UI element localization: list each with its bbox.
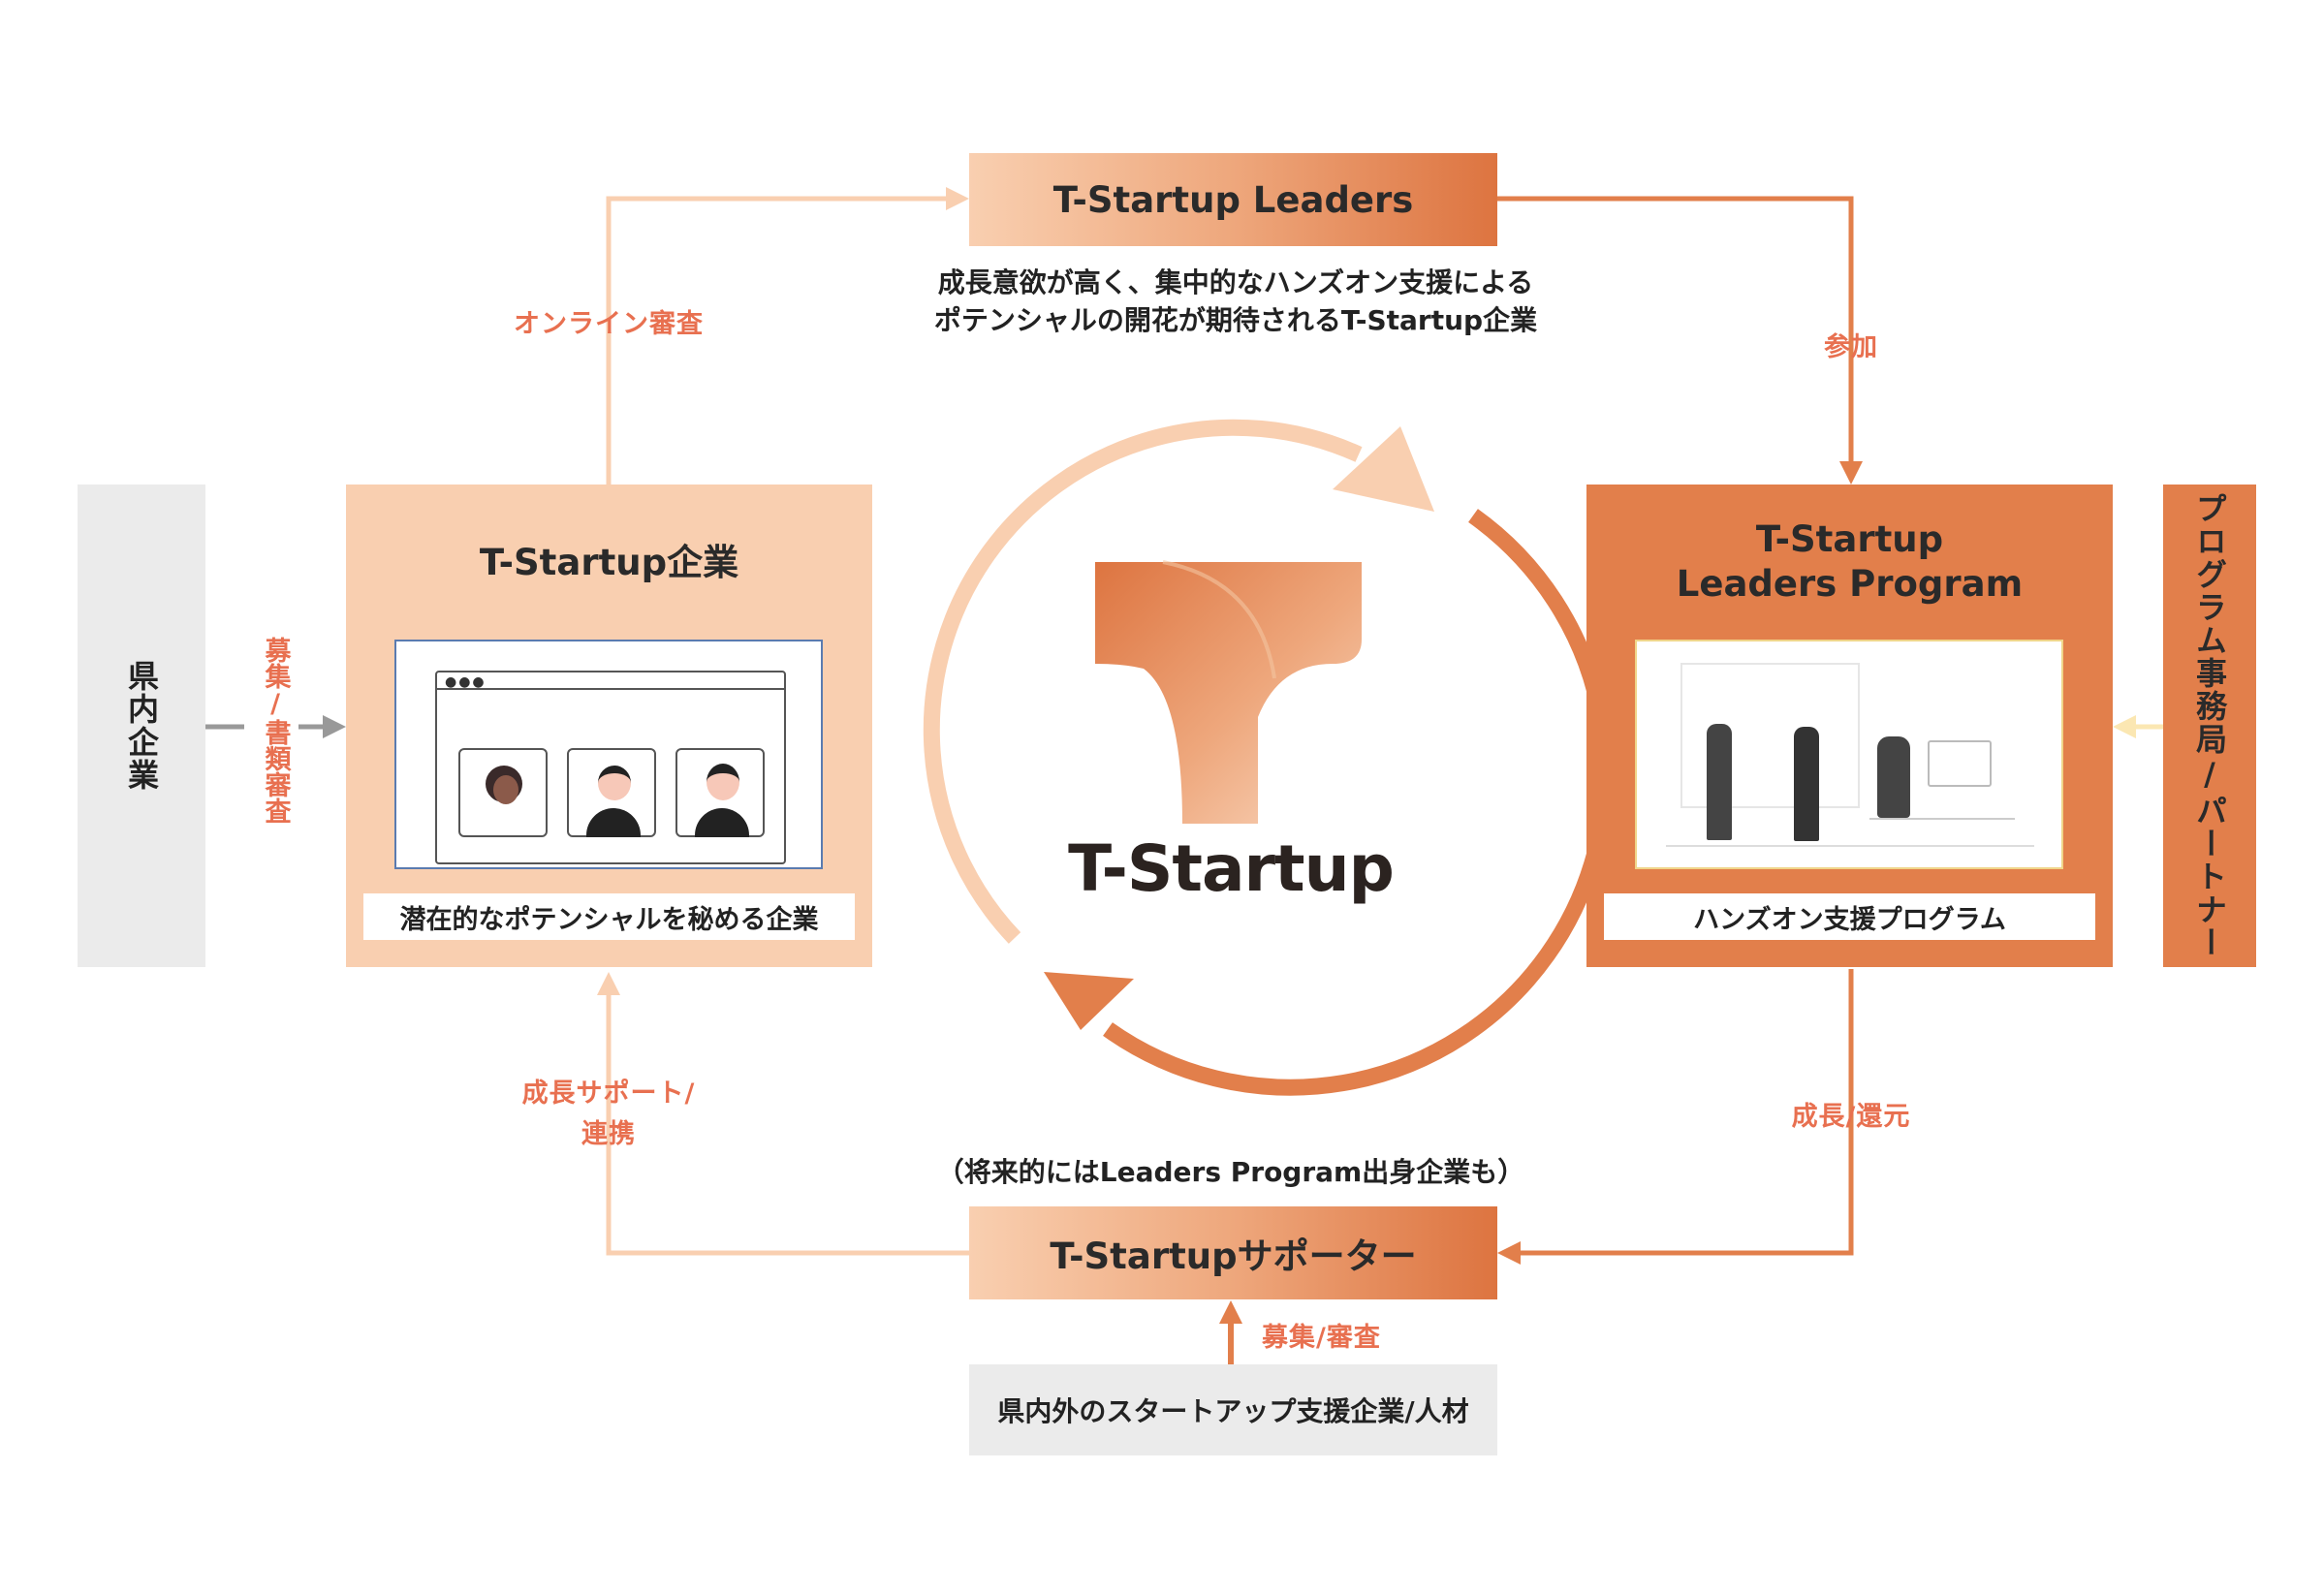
- program-caption: ハンズオン支援プログラム: [1693, 904, 2006, 935]
- growth-support-label: 成長サポート/ 連携: [492, 1074, 725, 1155]
- leaders-desc-line1: 成長意欲が高く、集中的なハンズオン支援による: [937, 266, 1534, 298]
- leaders-label: T-Startup Leaders: [1052, 178, 1414, 221]
- support-sources-label: 県内外のスタートアップ支援企業/人材: [997, 1395, 1469, 1427]
- companies-caption: 潜在的なポテンシャルを秘める企業: [399, 904, 819, 935]
- desk-icon: [1869, 818, 2015, 820]
- program-box: T-Startup Leaders Program ハンズオン支援プログラム: [1586, 485, 2113, 967]
- growth-support-line1: 成長サポート/: [521, 1079, 696, 1109]
- logo-mark: [1095, 560, 1362, 824]
- program-title-line1: T-Startup: [1755, 518, 1944, 560]
- recruit-docs-label: 募集/書類審査: [260, 636, 291, 824]
- support-sources-box: 県内外のスタートアップ支援企業/人材: [969, 1364, 1497, 1455]
- leaders-description: 成長意欲が高く、集中的なハンズオン支援による ポテンシャルの開花が期待されるT-…: [853, 264, 1618, 339]
- person-icon: [707, 764, 739, 800]
- person-standing-icon: [1707, 724, 1732, 840]
- participant-tile-2: [567, 748, 656, 837]
- supporters-banner: T-Startupサポーター: [969, 1206, 1497, 1299]
- browser-window: ●●●: [435, 671, 786, 864]
- recruit-review-label: 募集/審査: [1262, 1323, 1381, 1353]
- participant-tile-3: [675, 748, 765, 837]
- leaders-desc-line2: ポテンシャルの開花が期待されるT-Startup企業: [933, 304, 1538, 336]
- cycle-ring: [923, 419, 1615, 1096]
- online-review-label: オンライン審査: [514, 309, 704, 339]
- person-body-icon: [586, 808, 641, 837]
- secretariat-box: プログラム事務局/パートナー: [2163, 485, 2256, 967]
- program-title-line2: Leaders Program: [1676, 563, 2024, 605]
- prefecture-companies-box: 県内企業: [78, 485, 205, 967]
- person-icon: [598, 766, 631, 800]
- window-dots-icon: ●●●: [445, 674, 487, 690]
- person-sitting-icon: [1877, 736, 1910, 818]
- workshop-illustration: [1635, 640, 2063, 869]
- monitor-icon: [1928, 740, 1992, 787]
- edge-secretariat: [2113, 715, 2163, 738]
- supporters-label: T-Startupサポーター: [1050, 1235, 1417, 1277]
- companies-box: T-Startup企業 ●●● 潜在的なポテンシャルを秘める企業: [346, 485, 872, 967]
- person-standing-icon: [1794, 727, 1819, 841]
- whiteboard-icon: [1680, 663, 1860, 808]
- growth-return-label: 成長/還元: [1791, 1102, 1911, 1132]
- edge-participate: [1497, 196, 1863, 485]
- edge-growth-support: [597, 972, 969, 1256]
- logo-text: T-Startup: [1068, 831, 1395, 906]
- leaders-banner: T-Startup Leaders: [969, 153, 1497, 246]
- edge-growth-return: [1497, 969, 1854, 1265]
- prefecture-companies-label: 県内企業: [123, 660, 160, 792]
- participate-label: 参加: [1824, 332, 1878, 362]
- edge-online-review: [606, 187, 969, 485]
- video-call-illustration: ●●●: [394, 640, 823, 869]
- person-body-icon: [695, 808, 749, 837]
- program-title: T-Startup Leaders Program: [1586, 517, 2113, 607]
- person-face-icon: [493, 775, 518, 804]
- floor-line: [1666, 845, 2034, 847]
- edge-recruit-docs: [205, 715, 346, 738]
- edge-recruit-review: [1219, 1300, 1242, 1364]
- supporters-note: （将来的にはLeaders Program出身企業も）: [936, 1156, 1525, 1188]
- companies-caption-box: 潜在的なポテンシャルを秘める企業: [363, 893, 855, 940]
- companies-title: T-Startup企業: [479, 542, 739, 583]
- participant-tile-1: [458, 748, 548, 837]
- program-caption-box: ハンズオン支援プログラム: [1604, 893, 2095, 940]
- growth-support-line2: 連携: [581, 1119, 636, 1149]
- secretariat-label: プログラム事務局/パートナー: [2191, 492, 2228, 959]
- browser-titlebar: [437, 672, 784, 690]
